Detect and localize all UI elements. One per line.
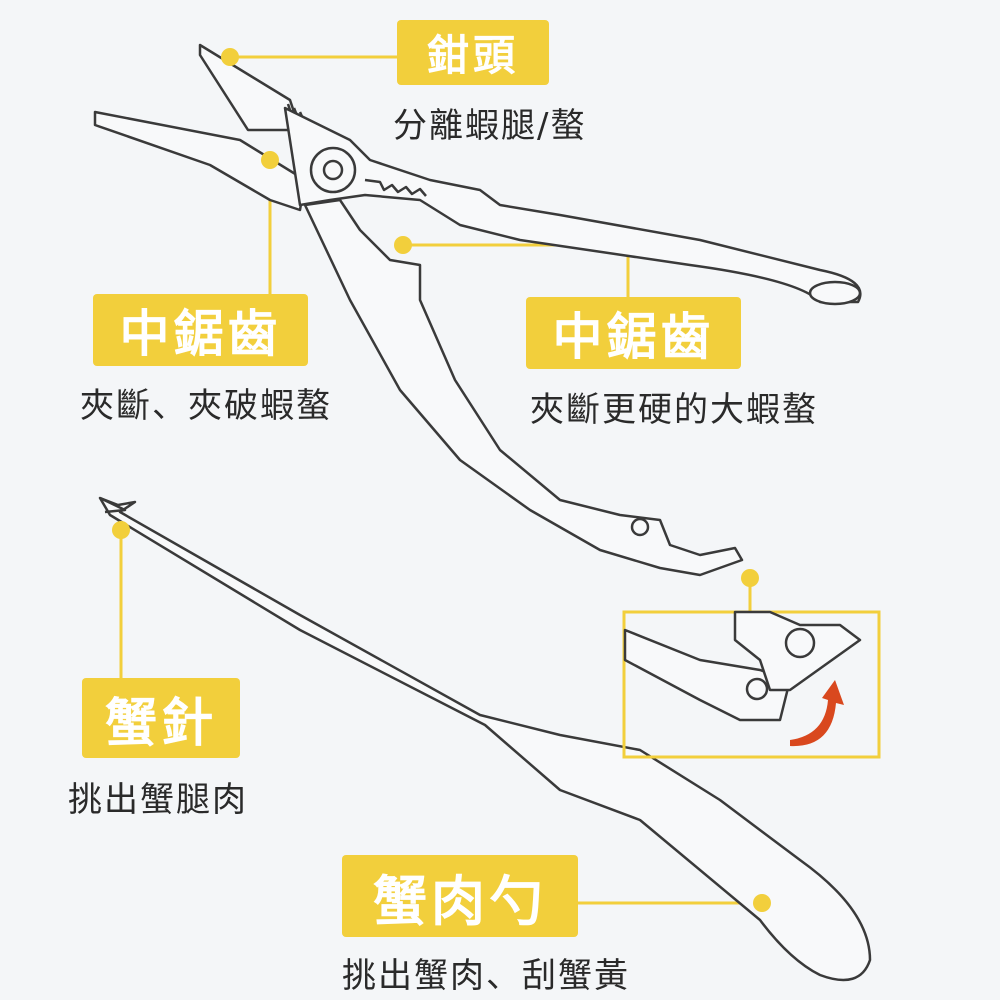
label-crab-spoon-title: 蟹肉勺 — [373, 869, 547, 933]
caption-saw-left: 夾斷、夾破蝦螯 — [80, 386, 332, 426]
label-crab-needle-title: 蟹針 — [104, 693, 217, 754]
bullet-dots — [112, 48, 771, 912]
label-pliers-tip-title: 鉗頭 — [426, 31, 519, 80]
label-saw-left-title: 中鋸齒 — [119, 305, 282, 363]
label-crab-spoon: 蟹肉勺 — [342, 855, 578, 937]
caption-crab-spoon: 挑出蟹肉、刮蟹黃 — [342, 956, 630, 996]
label-pliers-tip: 鉗頭 — [397, 20, 549, 85]
caption-pliers-tip: 分離蝦腿/螯 — [393, 106, 587, 146]
caption-saw-right: 夾斷更硬的大蝦螯 — [530, 390, 818, 430]
lower-jaw — [93, 110, 307, 212]
label-saw-left: 中鋸齒 — [93, 294, 308, 366]
upper-handle-cap — [808, 280, 862, 306]
crab-tool — [98, 496, 872, 982]
inset-detail — [622, 610, 881, 759]
crab-tool-body — [98, 496, 872, 982]
caption-crab-needle: 挑出蟹腿肉 — [68, 780, 248, 820]
arrow-icon — [790, 680, 844, 747]
spring-pivot — [630, 517, 650, 537]
saw-teeth — [364, 178, 427, 197]
pliers — [93, 43, 862, 577]
label-crab-needle: 蟹針 — [82, 678, 240, 758]
crab-tool-fork — [99, 496, 127, 514]
label-saw-right: 中鋸齒 — [526, 297, 741, 369]
upper-jaw — [198, 43, 302, 132]
label-saw-right-title: 中鋸齒 — [552, 308, 715, 366]
pivot-inner — [322, 159, 344, 181]
lower-handle — [303, 198, 744, 577]
